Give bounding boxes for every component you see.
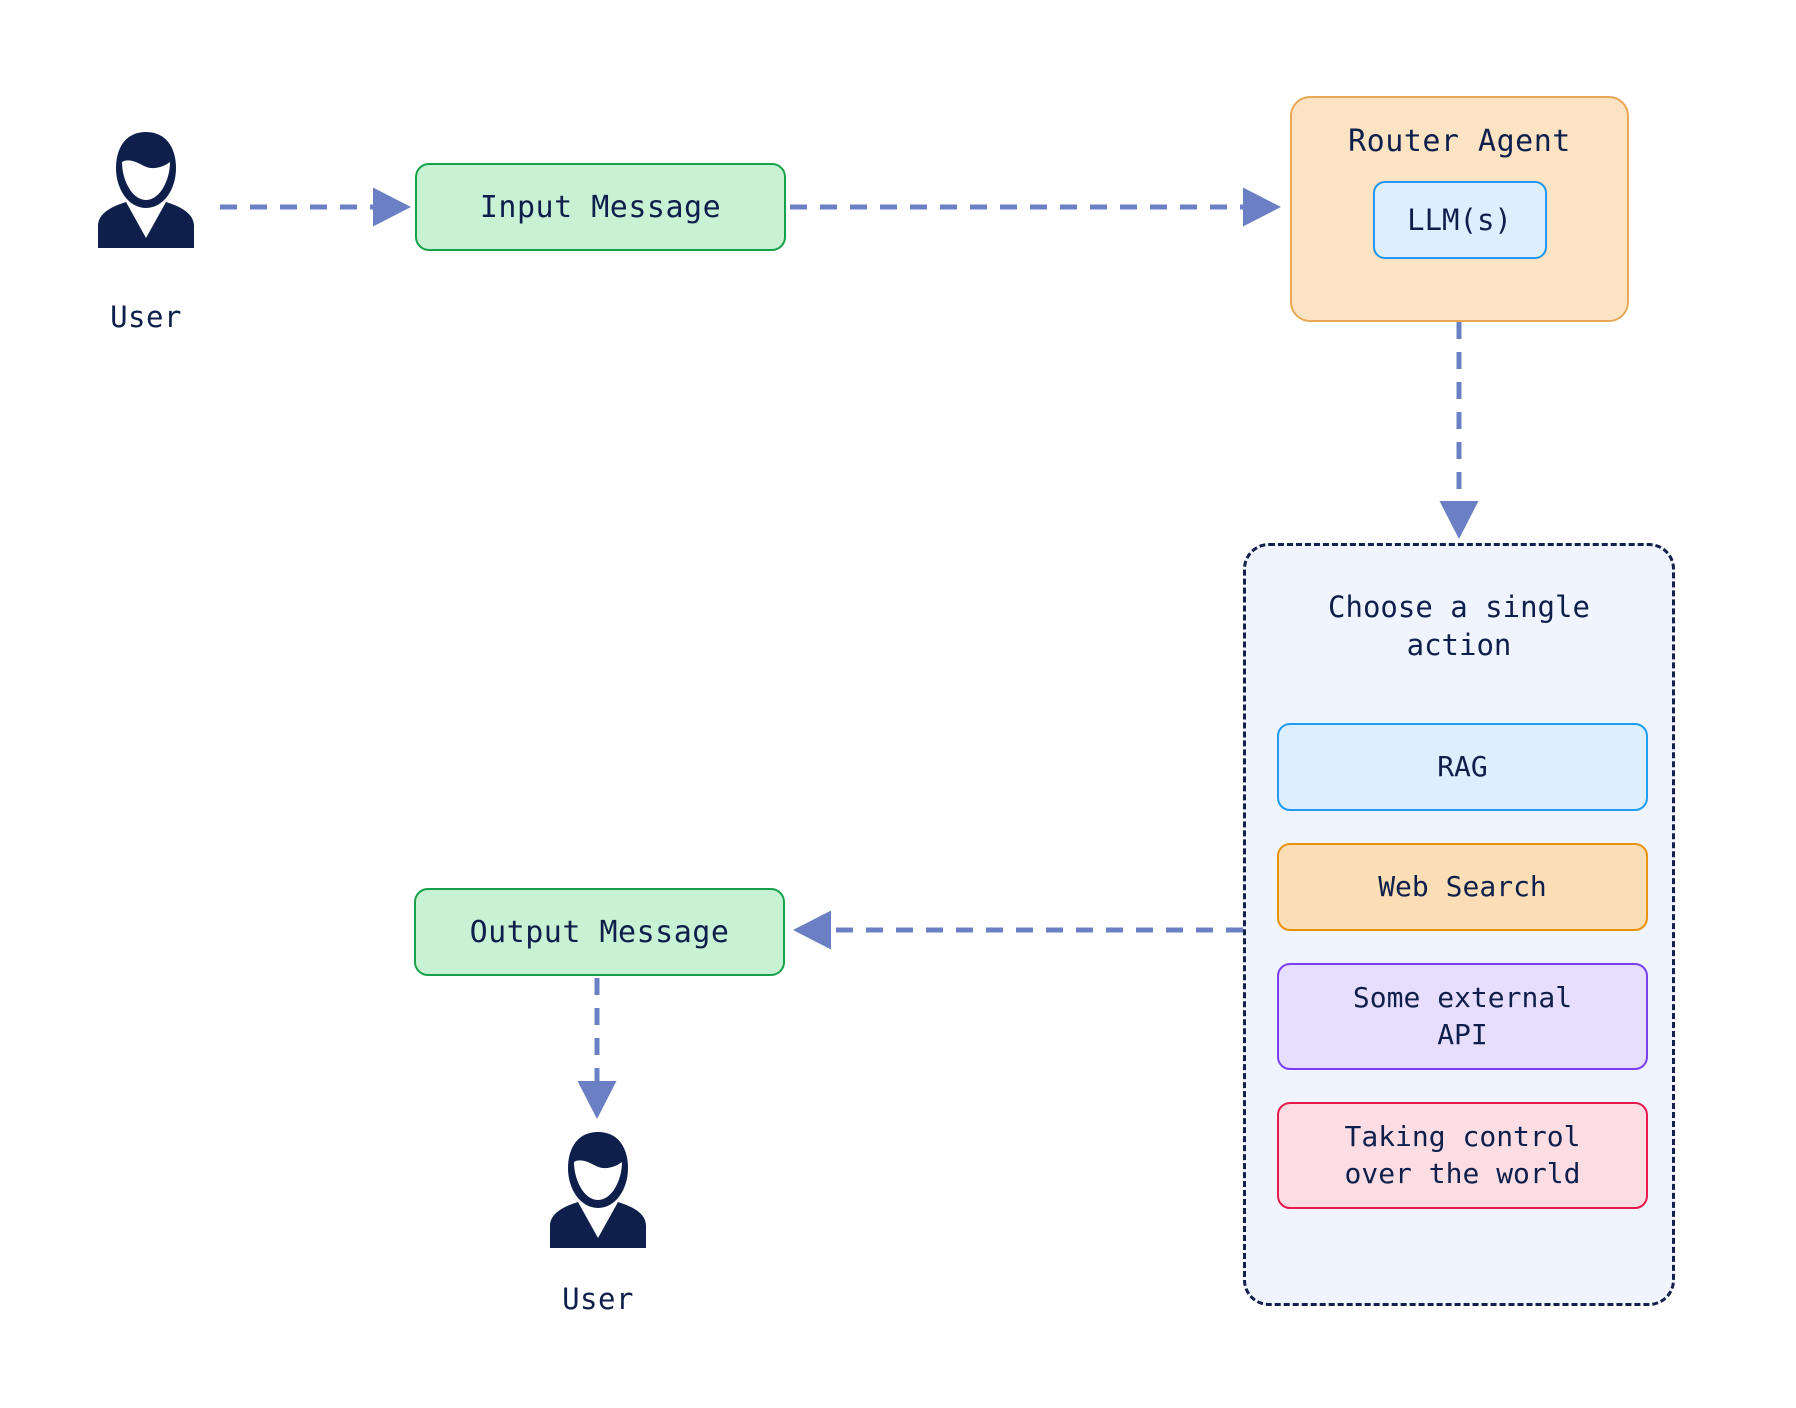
action-choice-container: Choose a single action RAG Web Search So…: [1243, 543, 1675, 1306]
action-item-web-search[interactable]: Web Search: [1277, 843, 1648, 931]
llm-node[interactable]: LLM(s): [1372, 181, 1547, 259]
action-item-external-api[interactable]: Some external API: [1277, 963, 1648, 1070]
router-agent-title: Router Agent: [1348, 124, 1571, 159]
user-label-top: User: [110, 300, 182, 334]
output-message-node[interactable]: Output Message: [414, 888, 785, 976]
action-container-title: Choose a single action: [1328, 590, 1590, 663]
action-item-taking-control[interactable]: Taking control over the world: [1277, 1102, 1648, 1209]
router-agent-node[interactable]: Router Agent LLM(s): [1290, 96, 1629, 322]
user-avatar-icon: [98, 132, 194, 248]
user-avatar-icon: [550, 1132, 646, 1248]
action-item-rag[interactable]: RAG: [1277, 723, 1648, 811]
input-message-node[interactable]: Input Message: [415, 163, 786, 251]
user-label-bottom: User: [562, 1282, 634, 1316]
